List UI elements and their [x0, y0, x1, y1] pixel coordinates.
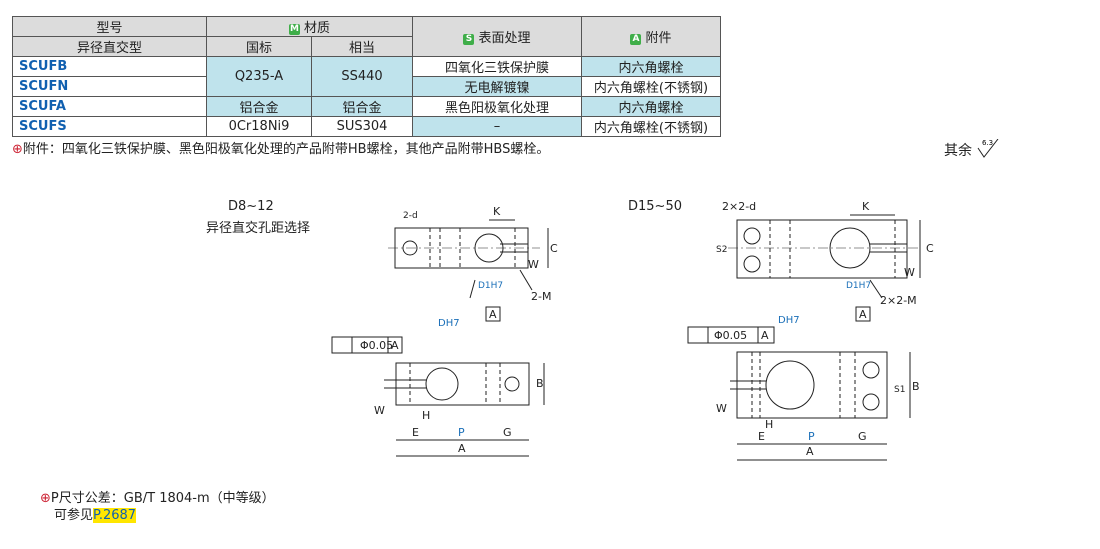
svg-text:S1: S1	[894, 385, 905, 395]
svg-text:P: P	[458, 426, 465, 439]
svg-text:W: W	[716, 402, 727, 415]
svg-text:K: K	[862, 200, 870, 213]
svg-text:G: G	[503, 426, 512, 439]
svg-text:A: A	[761, 329, 769, 342]
tolerance-note: ⊕P尺寸公差：GB/T 1804-m（中等级） 可参见P.2687	[40, 491, 275, 523]
cell-surface: 四氧化三铁保护膜	[412, 56, 582, 77]
left-title: D8~12	[228, 199, 274, 214]
note-mark-icon: ⊕	[12, 142, 23, 157]
header-model: 型号	[12, 16, 207, 37]
svg-text:C: C	[926, 242, 934, 255]
table-row-model[interactable]: SCUFS	[12, 116, 207, 137]
svg-text:H: H	[765, 418, 773, 431]
svg-text:A: A	[489, 308, 497, 321]
cell-accessory: 内六角螺栓(不锈钢)	[581, 76, 721, 97]
svg-text:B: B	[536, 377, 544, 390]
svg-text:A: A	[458, 442, 466, 455]
svg-text:W: W	[904, 266, 915, 279]
svg-text:C: C	[550, 242, 558, 255]
svg-text:DH7: DH7	[778, 315, 800, 326]
header-type: 异径直交型	[12, 36, 207, 57]
left-front-view: Φ0.05 A DH7 B W H E P G A	[331, 318, 545, 457]
m-tag-icon: M	[288, 24, 300, 35]
cell-accessory: 内六角螺栓(不锈钢)	[581, 116, 721, 137]
svg-text:G: G	[858, 430, 867, 443]
left-subtitle: 异径直交孔距选择	[206, 220, 310, 236]
technical-drawing: D8~12 异径直交孔距选择 D15~50 2-d K C W D1H7 2-M…	[206, 199, 934, 461]
right-front-view: Φ0.05 A DH7 S1 B W H E P G A	[687, 315, 920, 461]
svg-text:6.3: 6.3	[982, 139, 993, 147]
svg-text:2×2-M: 2×2-M	[880, 294, 917, 307]
right-top-view: 2×2-d K S2 C W D1H7 2×2-M A	[716, 200, 934, 322]
table-row-model[interactable]: SCUFB	[12, 56, 207, 77]
svg-text:2-d: 2-d	[403, 211, 418, 221]
cell-surface: 无电解镀镍	[412, 76, 582, 97]
svg-text:S2: S2	[716, 245, 727, 255]
svg-text:2×2-d: 2×2-d	[722, 200, 756, 213]
svg-text:E: E	[758, 430, 765, 443]
svg-text:D1H7: D1H7	[478, 281, 503, 291]
svg-text:A: A	[391, 339, 399, 352]
svg-text:P: P	[808, 430, 815, 443]
svg-text:K: K	[493, 205, 501, 218]
header-equivalent: 相当	[311, 36, 413, 57]
table-row-model[interactable]: SCUFA	[12, 96, 207, 117]
svg-text:W: W	[528, 258, 539, 271]
page-link[interactable]: P.2687	[93, 508, 137, 523]
svg-text:A: A	[806, 445, 814, 458]
svg-text:Φ0.05: Φ0.05	[714, 329, 747, 342]
roughness-icon: 6.3	[978, 138, 999, 158]
svg-text:DH7: DH7	[438, 318, 460, 329]
cell-equivalent: 铝合金	[311, 96, 413, 117]
cell-equivalent: SS440	[311, 56, 413, 97]
note-mark-icon: ⊕	[40, 491, 51, 506]
s-tag-icon: S	[463, 34, 475, 45]
table-row-model[interactable]: SCUFN	[12, 76, 207, 97]
svg-text:H: H	[422, 409, 430, 422]
svg-text:B: B	[912, 380, 920, 393]
cell-equivalent: SUS304	[311, 116, 413, 137]
accessory-note: ⊕附件：四氧化三铁保护膜、黑色阳极氧化处理的产品附带HB螺栓，其他产品附带HBS…	[12, 142, 550, 157]
cell-accessory: 内六角螺栓	[581, 96, 721, 117]
cell-surface: 黑色阳极氧化处理	[412, 96, 582, 117]
svg-text:Φ0.05: Φ0.05	[360, 339, 393, 352]
tolerance-text: P尺寸公差：GB/T 1804-m（中等级）	[50, 491, 275, 506]
cell-national: 0Cr18Ni9	[206, 116, 312, 137]
svg-text:E: E	[412, 426, 419, 439]
cell-accessory: 内六角螺栓	[581, 56, 721, 77]
header-national: 国标	[206, 36, 312, 57]
svg-text:D1H7: D1H7	[846, 281, 871, 291]
cell-national: 铝合金	[206, 96, 312, 117]
roughness-default: 其余 6.3	[944, 138, 1000, 160]
cell-surface: –	[412, 116, 582, 137]
cell-national: Q235-A	[206, 56, 312, 97]
svg-text:W: W	[374, 404, 385, 417]
a-tag-icon: A	[630, 34, 642, 45]
right-title: D15~50	[628, 199, 682, 214]
left-top-view: 2-d K C W D1H7 2-M A	[388, 205, 558, 322]
svg-text:2-M: 2-M	[531, 290, 551, 303]
svg-text:A: A	[859, 308, 867, 321]
